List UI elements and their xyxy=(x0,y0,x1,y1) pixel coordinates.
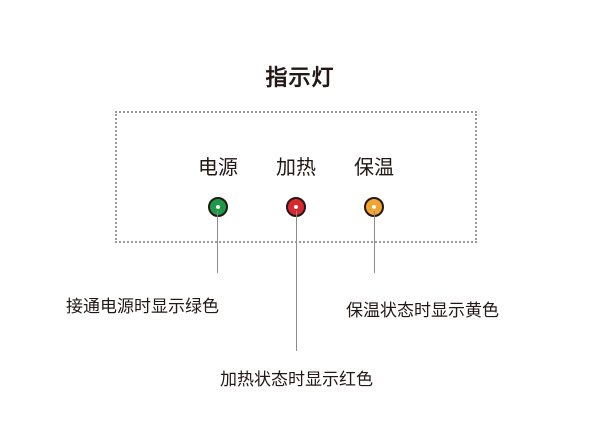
indicator-label-heating: 加热 xyxy=(276,155,316,179)
leader-line-keepwarm xyxy=(374,211,375,273)
lamp-center-dot xyxy=(216,205,220,209)
note-keepwarm: 保温状态时显示黄色 xyxy=(346,301,499,321)
indicator-lamp-power xyxy=(208,197,228,217)
indicator-label-power: 电源 xyxy=(198,155,238,179)
note-heating: 加热状态时显示红色 xyxy=(220,370,373,390)
indicator-label-keepwarm: 保温 xyxy=(354,155,394,179)
note-power: 接通电源时显示绿色 xyxy=(66,297,219,317)
diagram-title: 指示灯 xyxy=(265,66,335,91)
leader-line-power xyxy=(217,211,218,273)
lamp-center-dot xyxy=(372,205,376,209)
leader-line-heating xyxy=(296,211,297,351)
lamp-center-dot xyxy=(294,205,298,209)
